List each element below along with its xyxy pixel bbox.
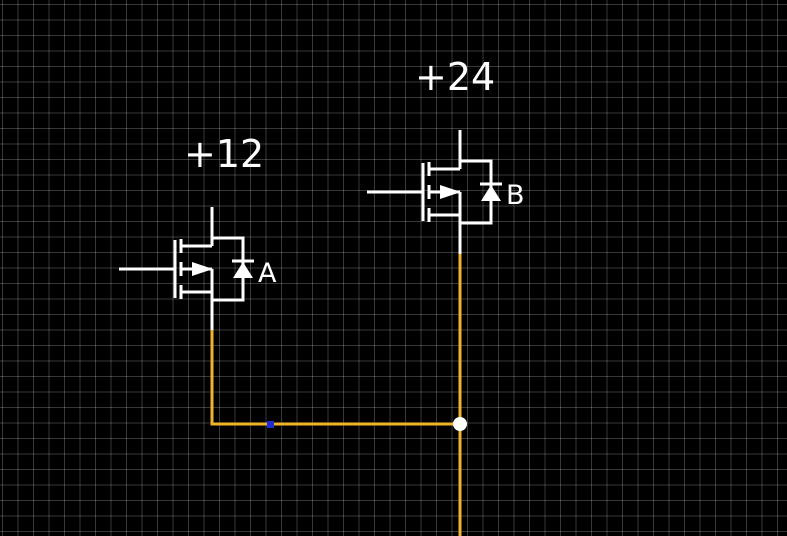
body-arrow-a [192,262,213,276]
mosfet-b[interactable] [367,130,502,254]
diode-loop-b [460,159,493,225]
node-label-a[interactable]: A [258,258,277,289]
diode-triangle-b [481,185,501,201]
body-arrow-b [440,185,461,199]
diode-loop-a [212,236,245,302]
wires [210,252,462,536]
node-label-b[interactable]: B [506,180,525,211]
wire-midpoint-marker[interactable] [267,421,274,428]
junction-dot[interactable] [453,417,467,431]
supply-label-a[interactable]: +12 [184,132,264,176]
mosfet-a[interactable] [119,207,254,330]
diode-triangle-a [233,262,253,278]
supply-label-b[interactable]: +24 [415,55,495,99]
